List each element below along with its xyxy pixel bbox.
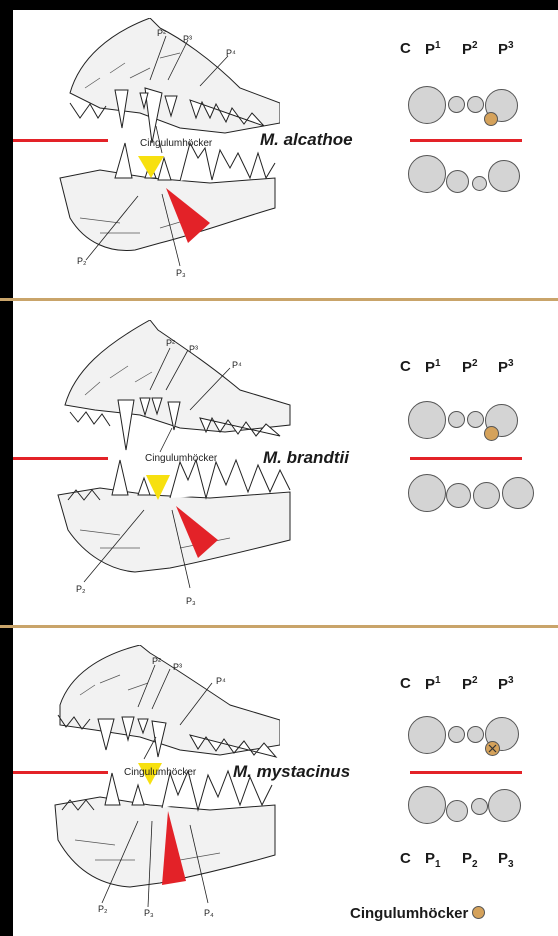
label-p2-upper: P²	[152, 656, 161, 666]
divider	[0, 625, 558, 628]
circle-p3-lower	[488, 160, 520, 192]
circle-p2-upper	[467, 726, 484, 743]
cross-icon	[486, 742, 499, 755]
header-p1-lower: P1	[425, 850, 441, 870]
label-p4-upper: P⁴	[232, 360, 242, 370]
header-c-lower: C	[400, 850, 411, 867]
header-p1: P1	[425, 358, 441, 376]
label-p4-upper: P⁴	[226, 48, 236, 58]
label-p2-upper: P²	[157, 28, 166, 38]
label-p3-lower: P₃	[186, 596, 196, 606]
circle-c-upper	[408, 716, 446, 754]
header-c: C	[400, 40, 411, 57]
label-p3-lower: P₃	[176, 268, 186, 278]
circle-p1-lower	[446, 800, 468, 822]
label-p4-lower: P₄	[204, 908, 214, 918]
red-line-left	[13, 771, 108, 774]
circle-c-lower	[408, 474, 446, 512]
tooth-header-upper: C P1 P2 P3	[400, 358, 540, 378]
red-line-left	[13, 139, 108, 142]
header-c: C	[400, 675, 411, 692]
circle-p2-lower	[471, 798, 488, 815]
label-p2-lower: P₂	[98, 904, 108, 914]
legend-cingulum-dot	[472, 906, 485, 919]
header-p3: P3	[498, 358, 514, 376]
circle-p2-upper	[467, 411, 484, 428]
circle-p1-upper	[448, 96, 465, 113]
header-p3-lower: P3	[498, 850, 514, 870]
top-black-bar	[0, 0, 558, 10]
tooth-header-upper: C P1 P2 P3	[400, 675, 540, 695]
species-name: M. alcathoe	[260, 130, 353, 150]
header-p2: P2	[462, 675, 478, 693]
label-p2-lower: P₂	[76, 584, 86, 594]
header-p2: P2	[462, 358, 478, 376]
header-p3: P3	[498, 40, 514, 58]
label-p3-upper: P³	[189, 344, 198, 354]
red-line-left	[13, 457, 108, 460]
jaw-illustration-alcathoe	[40, 18, 280, 288]
circle-c-lower	[408, 155, 446, 193]
circle-p1-upper	[448, 726, 465, 743]
label-p4-upper: P⁴	[216, 676, 226, 686]
cingulum-dot-crossed	[485, 741, 500, 756]
label-p2-lower: P₂	[77, 256, 87, 266]
header-p2-lower: P2	[462, 850, 478, 870]
circle-c-lower	[408, 786, 446, 824]
circle-p3-lower	[488, 789, 521, 822]
header-p2: P2	[462, 40, 478, 58]
label-p3-lower: P₃	[144, 908, 154, 918]
label-cingulum: Cingulumhöcker	[145, 453, 217, 464]
cingulum-dot	[484, 112, 498, 126]
tooth-header-lower: C P1 P2 P3	[400, 850, 540, 872]
label-cingulum: Cingulumhöcker	[140, 138, 212, 149]
circle-p1-lower	[446, 483, 471, 508]
header-p3: P3	[498, 675, 514, 693]
red-line-right	[410, 139, 522, 142]
label-p3-upper: P³	[173, 662, 182, 672]
label-p2-upper: P²	[166, 338, 175, 348]
cingulum-dot	[484, 426, 499, 441]
header-p1: P1	[425, 40, 441, 58]
label-cingulum: Cingulumhöcker	[124, 767, 196, 778]
tooth-header-upper: C P1 P2 P3	[400, 40, 540, 60]
label-p3-upper: P³	[183, 34, 192, 44]
header-p1: P1	[425, 675, 441, 693]
species-name: M. brandtii	[263, 448, 349, 468]
circle-p1-lower	[446, 170, 469, 193]
circle-p2-upper	[467, 96, 484, 113]
circle-p2-lower	[472, 176, 487, 191]
left-black-bar	[0, 0, 13, 936]
red-line-right	[410, 457, 522, 460]
circle-c-upper	[408, 86, 446, 124]
jaw-illustration-mystacinus	[40, 645, 280, 925]
circle-p3-lower	[502, 477, 534, 509]
species-name: M. mystacinus	[233, 762, 350, 782]
legend-label: Cingulumhöcker	[350, 905, 468, 922]
legend: Cingulumhöcker	[350, 905, 485, 922]
circle-p2-lower	[473, 482, 500, 509]
circle-p1-upper	[448, 411, 465, 428]
red-line-right	[410, 771, 522, 774]
header-c: C	[400, 358, 411, 375]
divider	[0, 298, 558, 301]
circle-c-upper	[408, 401, 446, 439]
